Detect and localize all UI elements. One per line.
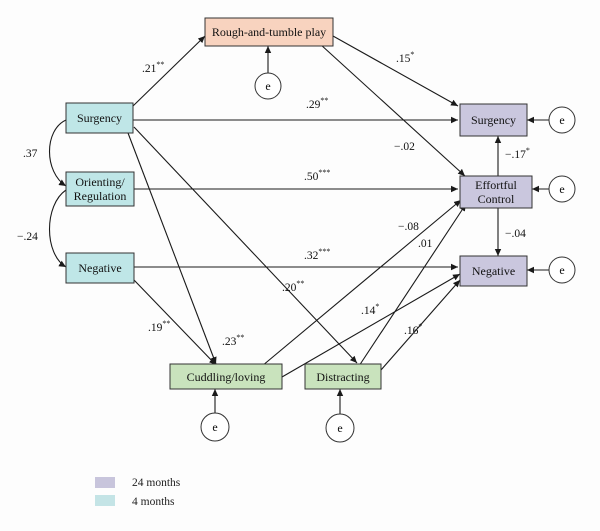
- edge-surgency-rough-play: [132, 35, 206, 107]
- coef-orienting-effortful: .50***: [304, 168, 330, 183]
- coef-effortful-negative24: −.04: [505, 228, 526, 240]
- node-label: Distracting: [316, 370, 369, 384]
- legend-swatch-24-months: [95, 477, 115, 488]
- edge-negative-cuddling: [133, 279, 217, 366]
- coef-surgency-distracting: .20**: [282, 279, 304, 294]
- node-label: Surgency: [77, 111, 122, 125]
- node-label: Surgency: [471, 113, 516, 127]
- coef-negative-negative24: .32***: [304, 247, 330, 262]
- legend-label-4-months: 4 months: [132, 496, 175, 508]
- coef-rough-play-effortful: −.02: [394, 141, 415, 153]
- error-term-distracting: e: [325, 413, 355, 443]
- node-cuddling-loving: Cuddling/loving: [169, 363, 283, 390]
- legend-label-24-months: 24 months: [132, 477, 181, 489]
- node-label-line1: Orienting/: [75, 175, 125, 189]
- coefficients: .21** .15* .29** −.02 .50*** −.17* −.04 …: [17, 50, 530, 348]
- edge-distracting-negative24: [380, 279, 461, 371]
- edge-surgency-distracting: [133, 126, 358, 364]
- coef-surgency-rough-play: .21**: [142, 60, 164, 75]
- edge-cuddling-effortful: [261, 199, 462, 367]
- edge-surgency-cuddling: [127, 132, 217, 365]
- node-label: Cuddling/loving: [187, 370, 266, 384]
- node-surgency-4mo: Surgency: [65, 102, 134, 134]
- coef-correlation-surgency-orienting: .37: [23, 148, 38, 160]
- error-label: e: [265, 79, 270, 93]
- node-effortful-control-24mo: Effortful Control: [459, 175, 533, 209]
- error-label: e: [559, 182, 564, 196]
- edge-cuddling-negative24: [281, 273, 461, 378]
- correlation-orienting-negative: [49, 183, 74, 268]
- coef-cuddling-effortful: −.08: [398, 221, 419, 233]
- edges: [48, 35, 549, 414]
- error-label: e: [559, 263, 564, 277]
- error-term-cuddling: e: [200, 412, 230, 442]
- legend-swatch-4-months: [95, 495, 115, 506]
- error-term-effortful: e: [548, 175, 576, 203]
- coef-surgency-cuddling: .23**: [222, 333, 244, 348]
- edge-distracting-effortful: [358, 203, 467, 367]
- node-surgency-24mo: Surgency: [459, 103, 528, 137]
- coef-distracting-effortful: .01: [418, 238, 433, 250]
- node-label-line1: Effortful: [475, 178, 517, 192]
- error-term-negative24: e: [548, 256, 576, 284]
- coef-surgency-surgency24: .29**: [306, 96, 328, 111]
- coef-rough-play-surgency24: .15*: [396, 50, 414, 65]
- coef-effortful-surgency24: −.17*: [505, 146, 530, 161]
- node-label-line2: Control: [478, 192, 515, 206]
- node-negative-4mo: Negative: [65, 252, 135, 284]
- error-term-rough-play: e: [254, 72, 282, 100]
- node-label-line2: Regulation: [74, 189, 127, 203]
- coef-cuddling-negative24: .14*: [361, 302, 379, 317]
- coef-distracting-negative24: .16*: [404, 322, 422, 337]
- error-label: e: [559, 113, 564, 127]
- edge-rough-play-effortful: [319, 43, 466, 177]
- node-label: Negative: [78, 261, 121, 275]
- node-distracting: Distracting: [304, 363, 382, 390]
- coef-negative-cuddling: .19**: [148, 319, 170, 334]
- legend: 24 months 4 months: [95, 477, 181, 508]
- node-orienting-regulation-4mo: Orienting/ Regulation: [65, 171, 135, 207]
- error-label: e: [337, 421, 342, 435]
- node-label: Rough-and-tumble play: [212, 25, 326, 39]
- correlation-surgency-orienting: [48, 114, 74, 187]
- edge-rough-play-surgency24: [332, 35, 459, 107]
- node-label: Negative: [472, 264, 515, 278]
- node-rough-and-tumble-play: Rough-and-tumble play: [204, 17, 334, 47]
- error-term-surgency24: e: [548, 106, 576, 134]
- error-label: e: [212, 420, 217, 434]
- coef-correlation-orienting-negative: −.24: [17, 231, 38, 243]
- node-negative-24mo: Negative: [459, 255, 528, 287]
